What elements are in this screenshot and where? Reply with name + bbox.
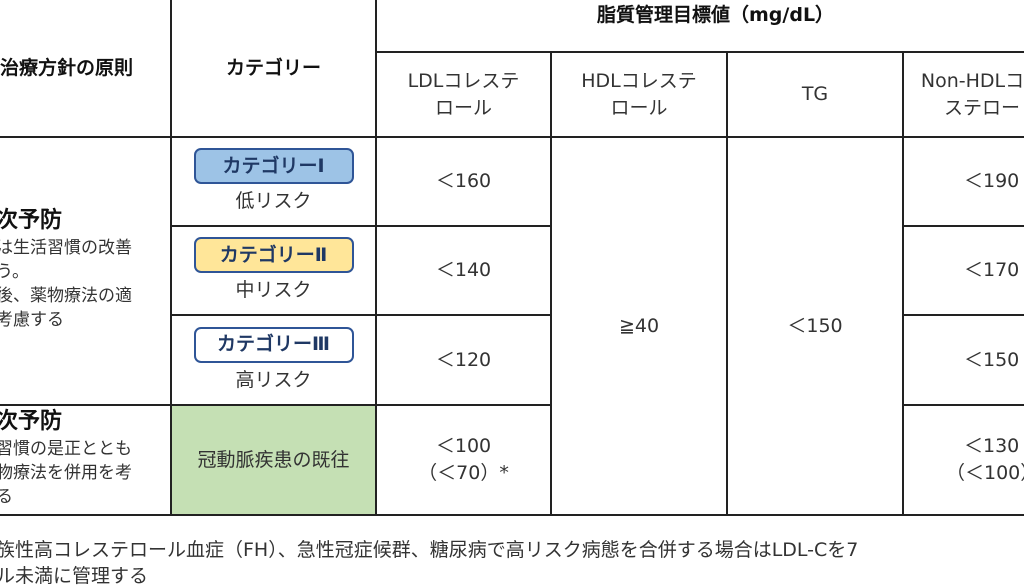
category-2-cell: カテゴリーⅡ 中リスク (172, 227, 375, 314)
header-hdl-line: HDLコレステ (581, 69, 697, 92)
divider (375, 0, 377, 516)
header-target-group: 脂質管理目標値（mg/dL） (597, 3, 835, 26)
footnote-line: 族性高コレステロール血症（FH）、急性冠症候群、糖尿病で高リスク病態を合併する場… (0, 539, 859, 561)
category-2-badge: カテゴリーⅡ (193, 237, 354, 273)
ldl-value-strict: （＜70）* (418, 462, 509, 484)
risk-label: 低リスク (235, 190, 312, 212)
category-1-badge: カテゴリーⅠ (193, 148, 354, 184)
secondary-line: 物療法を併用を考 (0, 463, 132, 483)
divider (902, 52, 904, 516)
primary-line: 考慮する (0, 310, 64, 330)
divider (0, 136, 1024, 138)
risk-label: 高リスク (235, 368, 312, 391)
hdl-value: ≧40 (618, 314, 660, 337)
divider (375, 51, 1024, 53)
primary-line: 後、薬物療法の適 (0, 286, 132, 306)
ldl-value: ＜140 (435, 259, 492, 281)
ldl-value: ＜120 (435, 348, 492, 371)
header-ldl-line: LDLコレステ (407, 69, 520, 92)
divider (903, 225, 1024, 227)
secondary-line: 習慣の是正ととも (0, 439, 132, 459)
nonhdl-value: ＜170 (964, 259, 1020, 281)
primary-line: は生活習慣の改善 (0, 238, 132, 258)
secondary-title: 次予防 (0, 409, 63, 434)
footnote-line: ル未満に管理する (0, 565, 149, 587)
header-ldl-line: ロール (434, 96, 492, 119)
divider (903, 314, 1024, 316)
divider (0, 514, 1024, 516)
divider (170, 0, 172, 516)
header-hdl: HDLコレステロール (552, 53, 726, 136)
header-ldl: LDLコレステロール (377, 53, 550, 136)
primary-title: 次予防 (0, 208, 63, 233)
divider (550, 52, 552, 516)
header-tg: TG (801, 83, 829, 105)
header-policy: 治療方針の原則 (0, 56, 134, 79)
nonhdl-value-cad: ＜130 （＜100） (904, 406, 1024, 514)
divider (726, 52, 728, 516)
nonhdl-value: ＜190 (964, 170, 1020, 192)
risk-label: 中リスク (235, 279, 312, 301)
nonhdl-value: ＜130 (964, 435, 1020, 457)
primary-prevention: 次予防 は生活習慣の改善 う。 後、薬物療法の適 考慮する (0, 206, 132, 332)
category-cad-cell: 冠動脈疾患の既往 (172, 406, 375, 514)
nonhdl-value-strict: （＜100） (946, 462, 1024, 484)
category-3-cell: カテゴリーⅢ 高リスク (172, 316, 375, 404)
header-hdl-line: ロール (610, 96, 668, 119)
secondary-line: る (0, 487, 13, 507)
header-category: カテゴリー (225, 56, 321, 79)
divider (903, 404, 1024, 406)
tg-value: ＜150 (787, 314, 843, 337)
divider (0, 404, 550, 406)
secondary-prevention: 次予防 習慣の是正ととも 物療法を併用を考 る (0, 407, 132, 509)
category-1-cell: カテゴリーⅠ 低リスク (172, 138, 375, 225)
ldl-value: ＜160 (435, 170, 492, 192)
ldl-value-cad: ＜100 （＜70）* (377, 406, 550, 514)
ldl-value: ＜100 (435, 435, 492, 457)
nonhdl-value: ＜150 (964, 348, 1020, 371)
divider (170, 314, 550, 316)
divider (170, 225, 550, 227)
category-3-badge: カテゴリーⅢ (193, 326, 354, 363)
primary-line: う。 (0, 262, 29, 282)
